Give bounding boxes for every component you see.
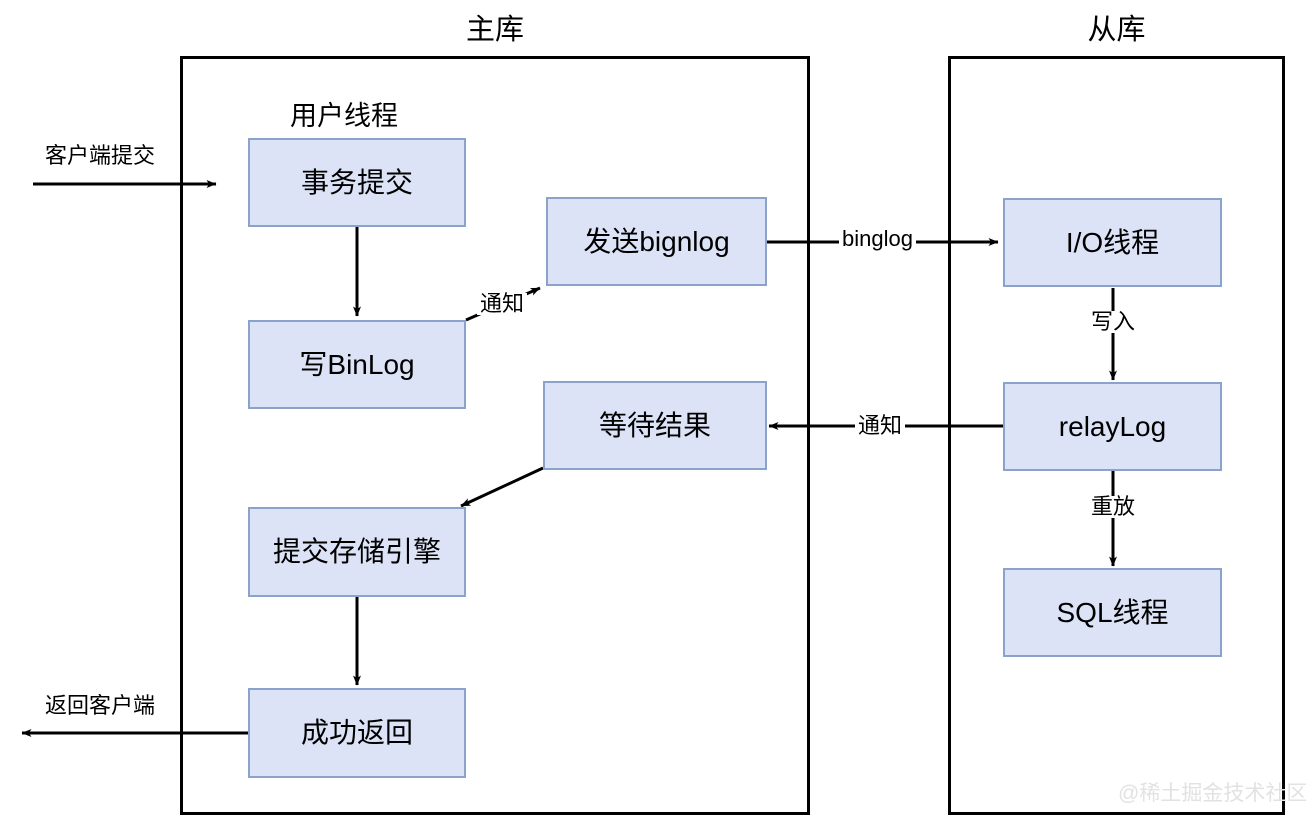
node-send-binlog-label: 发送bignlog bbox=[583, 225, 730, 257]
node-commit-engine[interactable]: 提交存储引擎 bbox=[248, 507, 466, 597]
node-tx-commit-label: 事务提交 bbox=[300, 166, 413, 198]
user-thread-group-label: 用户线程 bbox=[290, 101, 398, 131]
node-io-thread[interactable]: I/O线程 bbox=[1003, 198, 1222, 287]
node-relay-log[interactable]: relayLog bbox=[1003, 382, 1222, 471]
edge-label-notify-binlog: 通知 bbox=[477, 293, 528, 315]
master-panel-title: 主库 bbox=[465, 14, 524, 46]
node-sql-thread[interactable]: SQL线程 bbox=[1003, 568, 1222, 657]
watermark: @稀土掘金技术社区 bbox=[1118, 782, 1306, 805]
node-io-thread-label: I/O线程 bbox=[1065, 226, 1160, 258]
node-success-return-label: 成功返回 bbox=[300, 717, 413, 748]
edge-label-notify-back: 通知 bbox=[855, 415, 906, 437]
node-wait-result[interactable]: 等待结果 bbox=[543, 381, 767, 470]
node-send-binlog[interactable]: 发送bignlog bbox=[546, 197, 767, 286]
slave-panel-title: 从库 bbox=[1087, 14, 1146, 46]
edge-label-write-in: 写入 bbox=[1088, 311, 1139, 333]
edge-label-return-client: 返回客户端 bbox=[42, 695, 159, 717]
node-commit-engine-label: 提交存储引擎 bbox=[272, 536, 441, 567]
edge-label-binglog: binglog bbox=[839, 228, 916, 250]
slave-panel bbox=[948, 56, 1285, 815]
node-sql-thread-label: SQL线程 bbox=[1056, 596, 1169, 628]
node-wait-result-label: 等待结果 bbox=[598, 409, 711, 441]
node-relay-log-label: relayLog bbox=[1058, 410, 1167, 442]
node-write-binlog[interactable]: 写BinLog bbox=[248, 320, 466, 409]
edge-label-replay: 重放 bbox=[1088, 496, 1139, 518]
node-write-binlog-label: 写BinLog bbox=[299, 348, 415, 380]
master-panel bbox=[180, 56, 810, 815]
node-tx-commit[interactable]: 事务提交 bbox=[248, 138, 466, 227]
edge-label-client-submit: 客户端提交 bbox=[42, 145, 159, 167]
node-success-return[interactable]: 成功返回 bbox=[248, 688, 466, 778]
